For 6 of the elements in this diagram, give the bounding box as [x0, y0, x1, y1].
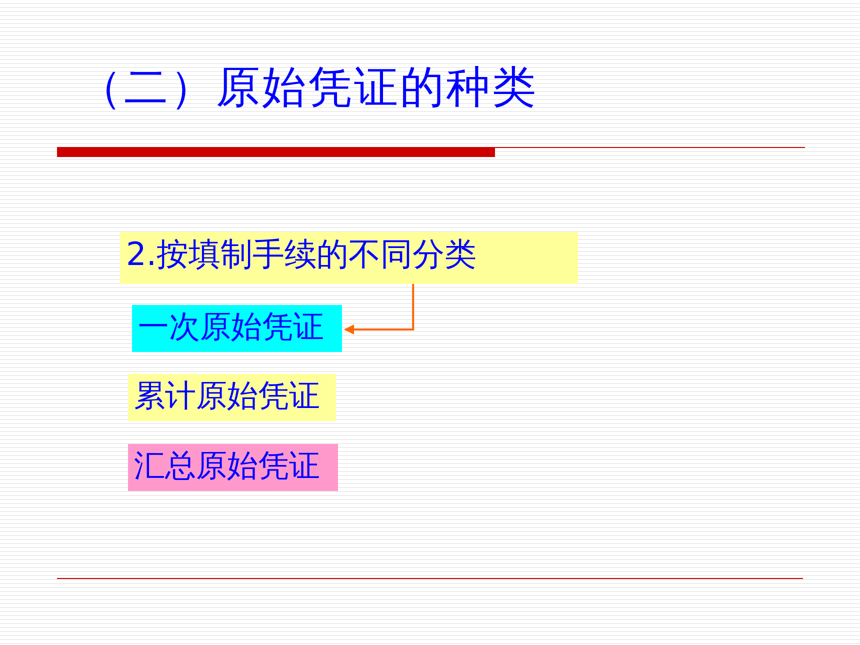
- heading-box: 2.按填制手续的不同分类: [120, 232, 578, 284]
- arrow: [344, 284, 414, 334]
- category-box: 一次原始凭证: [132, 305, 342, 352]
- category-box: 汇总原始凭证: [128, 444, 338, 491]
- category-box: 累计原始凭证: [128, 374, 336, 421]
- slide-title: （二）原始凭证的种类: [78, 61, 538, 115]
